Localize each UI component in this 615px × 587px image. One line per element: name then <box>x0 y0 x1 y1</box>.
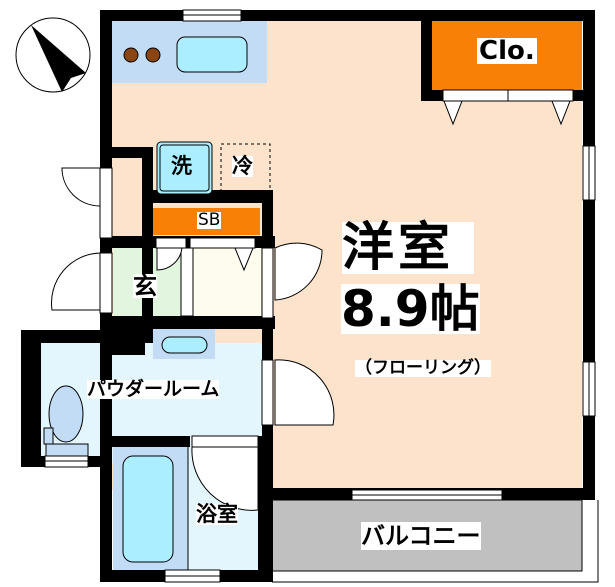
windows <box>44 9 596 583</box>
balcony-label: バルコニー <box>361 522 481 550</box>
toilet-icon <box>48 385 84 443</box>
fridge-space <box>220 143 271 195</box>
powder-room-label: パウダールーム <box>87 378 220 400</box>
western-room-floor: （フローリング） <box>355 358 491 378</box>
washer <box>156 141 213 195</box>
fridge-label: 冷 <box>232 154 253 178</box>
shoe-box-label: SB <box>197 210 222 230</box>
washer-label: 洗 <box>171 154 192 178</box>
stove-burner-icon <box>123 47 139 63</box>
door-swings <box>51 167 335 511</box>
closet-doors <box>442 89 574 126</box>
sink-icon <box>176 36 248 73</box>
entrance-label: 玄 <box>133 272 157 300</box>
bathroom-label: 浴室 <box>196 502 238 526</box>
north-arrow-icon <box>15 17 91 93</box>
closet-label: Clo. <box>477 36 537 66</box>
western-room-size: 8.9帖 <box>341 280 480 338</box>
bathtub-basin <box>122 455 174 563</box>
hallway <box>193 248 261 316</box>
stove-burner-icon <box>145 47 161 63</box>
western-room-name: 洋室 <box>342 222 475 274</box>
washbasin-icon <box>161 336 208 354</box>
